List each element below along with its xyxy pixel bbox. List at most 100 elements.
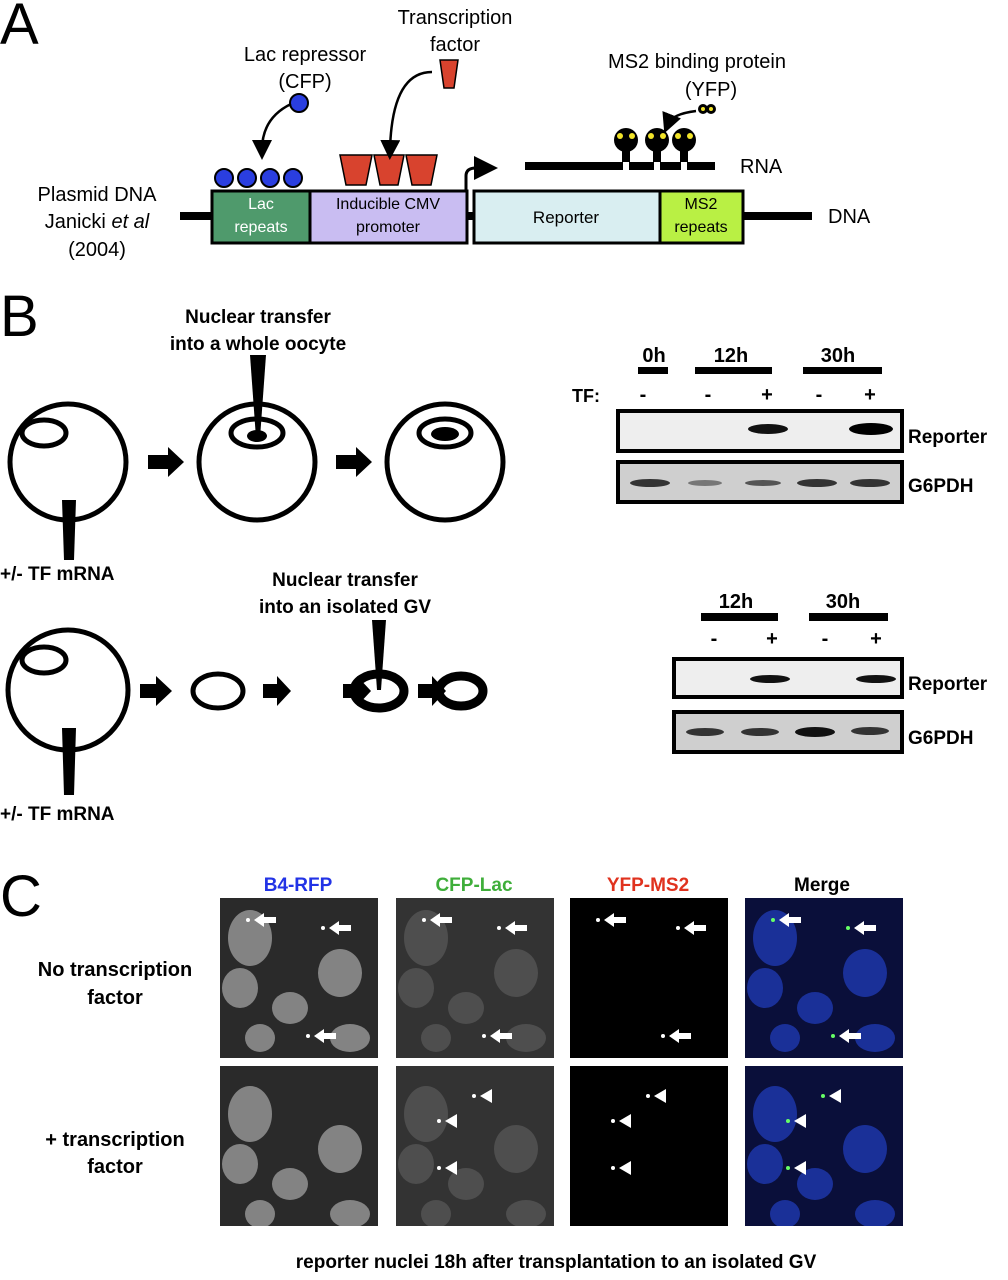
nucleus [330,1200,370,1226]
yfp-label: (YFP) [684,79,738,101]
nucleus [506,1200,546,1226]
nucleus [421,1200,451,1226]
gel-timepoint-bars [638,367,888,621]
cfp-label: (CFP) [278,71,332,93]
ms2-binding-label: MS2 binding protein [608,51,786,73]
transcription-start-arrow-icon [464,156,498,191]
nucleus [494,1125,538,1173]
nucleus [770,1200,800,1226]
nucleus [855,1200,895,1226]
micrograph-b4-rfp-row2 [220,1066,378,1226]
gel1-g6pdh-label: G6PDH [908,476,974,497]
spot [437,1166,441,1170]
column-header-yfp-ms2: YFP-MS2 [606,875,690,896]
isolated-gv-label-1: Nuclear transfer [272,570,418,591]
nucleus [245,1200,275,1226]
arrow-icon [779,913,801,927]
tf-label-line2: factor [429,34,481,56]
arrow-icon [684,921,706,935]
gel1-timepoint: 12h [713,345,749,367]
arrow-icon [430,913,452,927]
lac-repeats-label-1: Lac [248,196,274,213]
spot [482,1034,486,1038]
nucleus [404,1086,448,1142]
nucleus [222,1144,258,1184]
gel2-sign: + [870,628,882,650]
arrow-icon [669,1029,691,1043]
nucleus [506,1024,546,1052]
nucleus [747,968,783,1008]
rna-label: RNA [740,156,783,178]
citation-label: Janicki et al [45,212,150,232]
lac-repeats-box [210,189,312,245]
nucleus [448,1168,484,1200]
spot [821,1094,825,1098]
gel2-sign: + [766,628,778,650]
spot [846,926,850,930]
spot [661,1034,665,1038]
arrow-icon [839,1029,861,1043]
spot [786,1119,790,1123]
nucleus [228,1086,272,1142]
whole-oocyte-label-2: into a whole oocyte [169,334,347,355]
arrow-icon [314,1029,336,1043]
promoter-box [308,189,469,245]
spot [437,1119,441,1123]
tf-free-icon [439,59,459,89]
spot [321,926,325,930]
nucleus [843,1125,887,1173]
lac-repressor-bound-icons [214,168,303,188]
arrow-icon [329,921,351,935]
spot [246,918,250,922]
tf-label-line1: Transcription [397,7,513,29]
arrowhead-icon [480,1089,492,1103]
nucleus [843,949,887,997]
arrowhead-icon [619,1161,631,1175]
panel-label-b: B [0,284,39,349]
arrowhead-icon [445,1114,457,1128]
row-label-no-tf-1: No transcription [37,959,193,981]
promoter-label-2: promoter [355,219,421,236]
micrograph-content [747,910,895,1052]
gel2-sign: - [821,628,829,650]
row-label-tf-1: + transcription [45,1129,185,1151]
isolated-gv-label-2: into an isolated GV [258,597,432,618]
arrow-icon [490,1029,512,1043]
column-header-cfp-lac: CFP-Lac [435,875,513,896]
micrograph-content [222,910,370,1052]
band [849,423,893,435]
gel1-timepoint: 30h [820,345,856,367]
micrograph-merge-row2 [745,1066,903,1226]
micrograph-cfp-lac-row1 [396,898,554,1058]
band [748,424,788,434]
gel2 [672,657,904,754]
nucleus [797,992,833,1024]
panel-label-c: C [0,864,42,929]
nucleus [747,1144,783,1184]
dna-label: DNA [828,206,871,228]
gel2-timepoint: 30h [825,591,861,613]
ms2-arrow-icon [662,109,697,134]
spot [497,926,501,930]
plasmid-label: Plasmid DNA [37,184,157,206]
promoter-label-1: Inducible CMV [335,196,441,213]
nucleus [318,949,362,997]
arrowhead-icon [794,1161,806,1175]
gel1 [616,409,904,504]
spot [306,1034,310,1038]
spot [831,1034,835,1038]
tf-arrow-icon [380,70,433,160]
tf-row-label: TF: [572,386,600,406]
tf-mrna-label-bottom: +/- TF mRNA [0,804,115,825]
arrow-icon [604,913,626,927]
panel-c-caption: reporter nuclei 18h after transplantatio… [295,1252,817,1273]
nucleus [272,1168,308,1200]
arrowhead-icon [445,1161,457,1175]
gel1-sign: - [704,384,712,406]
arrowhead-icon [794,1114,806,1128]
nucleus [421,1024,451,1052]
arrowhead-icon [654,1089,666,1103]
column-header-merge: Merge [794,875,850,896]
